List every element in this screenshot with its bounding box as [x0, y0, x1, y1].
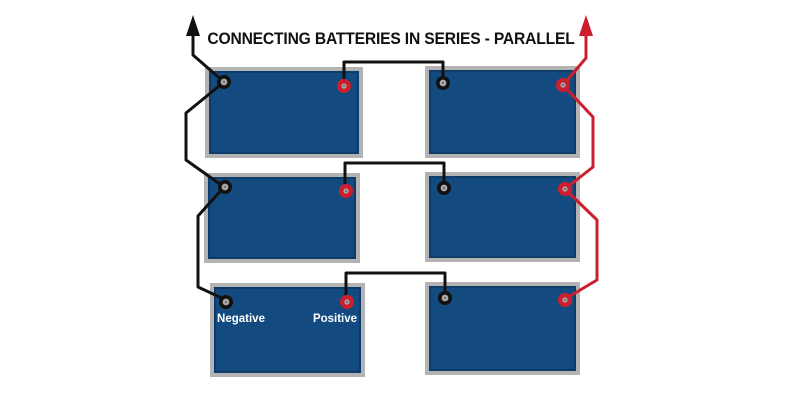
- negative-bus-wire: [184, 30, 227, 302]
- terminal-dot: [563, 187, 567, 191]
- battery-top-left: [205, 67, 363, 158]
- battery-bottom-left: [210, 283, 365, 377]
- terminal-label: Positive: [313, 313, 357, 325]
- terminal-dot: [223, 185, 227, 189]
- battery-body: [429, 286, 576, 371]
- diagram-title: CONNECTING BATTERIES IN SERIES - PARALLE…: [207, 29, 575, 48]
- battery-body: [429, 70, 576, 154]
- series-link-row-2: [343, 161, 446, 191]
- negative-arrow-icon: [186, 15, 200, 36]
- battery-body: [429, 176, 576, 258]
- positive-terminal: [339, 184, 353, 198]
- terminal-dot: [442, 186, 446, 190]
- terminal-dot: [563, 298, 567, 302]
- terminal-dot: [342, 84, 346, 88]
- terminal-dot: [561, 83, 565, 87]
- terminal-dot: [345, 300, 349, 304]
- battery-top-right: [425, 66, 580, 158]
- series-link-row-3: [344, 271, 447, 301]
- negative-terminal: [438, 291, 452, 305]
- positive-arrow-icon: [579, 15, 593, 36]
- positive-terminal: [340, 295, 354, 309]
- terminal-dot: [443, 296, 447, 300]
- negative-terminal: [217, 75, 231, 89]
- terminal-dot: [344, 189, 348, 193]
- negative-terminal: [219, 295, 233, 309]
- terminal-label: Negative: [217, 313, 265, 325]
- positive-bus-wire: [561, 30, 599, 301]
- battery-middle-right: [425, 172, 580, 262]
- terminal-dot: [224, 300, 228, 304]
- battery-body: [209, 71, 359, 154]
- positive-terminal: [337, 79, 351, 93]
- positive-terminal: [558, 182, 572, 196]
- negative-terminal: [437, 181, 451, 195]
- negative-terminal: [218, 180, 232, 194]
- positive-terminal: [556, 78, 570, 92]
- battery-body: [214, 287, 361, 373]
- series-link-row-1: [342, 60, 445, 86]
- battery-body: [208, 177, 356, 259]
- terminal-dot: [441, 81, 445, 85]
- negative-terminal: [436, 76, 450, 90]
- positive-terminal: [558, 293, 572, 307]
- terminal-dot: [222, 80, 226, 84]
